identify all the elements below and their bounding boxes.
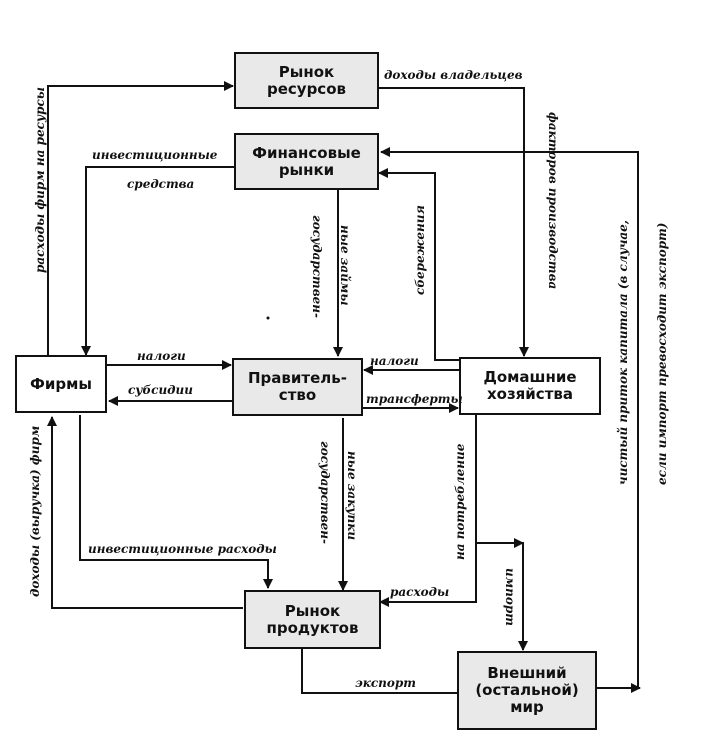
label-capital-inflow-1: чистый приток капитала (в случае, bbox=[616, 220, 630, 485]
arrow-firm-resource-spending bbox=[47, 81, 234, 357]
label-taxes-households: налоги bbox=[370, 354, 419, 368]
label-factor-income: факторов производства bbox=[546, 112, 560, 290]
label-firm-resource-spending: расходы фирм на ресурсы bbox=[33, 86, 47, 273]
box-financial-markets: Финансовые рынки bbox=[234, 133, 379, 190]
box-rest-of-world: Внешний (остальной) мир bbox=[457, 651, 597, 730]
stray-dot bbox=[266, 316, 270, 320]
label-spending: расходы bbox=[390, 585, 450, 599]
box-resource-market: Рынок ресурсов bbox=[234, 52, 379, 109]
label-subsidies: субсидии bbox=[128, 383, 193, 397]
arrow-owner-income bbox=[378, 87, 529, 357]
box-government: Правитель-ство bbox=[232, 358, 363, 416]
arrow-savings bbox=[378, 168, 460, 361]
label-savings: сбережения bbox=[413, 205, 427, 295]
label-transfers: трансферты bbox=[366, 392, 463, 406]
box-product-market: Рынок продуктов bbox=[244, 590, 381, 649]
label-imports: импорт bbox=[503, 568, 517, 626]
label-gov-loans-2: ные займы bbox=[338, 225, 352, 306]
label-owner-income: доходы владельцев bbox=[384, 68, 523, 82]
label-gov-purchases-2: ные закупки bbox=[345, 451, 359, 541]
box-households: Домашние хозяйства bbox=[459, 357, 601, 415]
label-exports: экспорт bbox=[355, 676, 416, 690]
arrow-consumption bbox=[379, 412, 477, 607]
label-gov-purchases-1: государствен- bbox=[318, 441, 332, 544]
arrow-exports bbox=[297, 639, 458, 694]
label-gov-loans-1: государствен- bbox=[310, 215, 324, 318]
box-firms: Фирмы bbox=[15, 355, 107, 413]
label-capital-inflow-2: если импорт превосходит экспорт) bbox=[655, 222, 669, 485]
label-firm-revenue: доходы (выручка) фирм bbox=[28, 425, 42, 597]
arrow-capital-inflow bbox=[380, 147, 639, 689]
label-taxes-firms: налоги bbox=[137, 349, 186, 363]
label-investment-spending: инвестиционные расходы bbox=[88, 542, 277, 556]
arrow-firm-revenue bbox=[47, 416, 243, 609]
label-investment-funds-1: инвестиционные bbox=[92, 148, 218, 162]
arrow-investment-funds bbox=[81, 166, 235, 356]
arrow-investment-spending bbox=[79, 415, 273, 589]
label-consumption: на потребление bbox=[453, 443, 467, 560]
label-investment-funds-2: средства bbox=[127, 177, 195, 191]
